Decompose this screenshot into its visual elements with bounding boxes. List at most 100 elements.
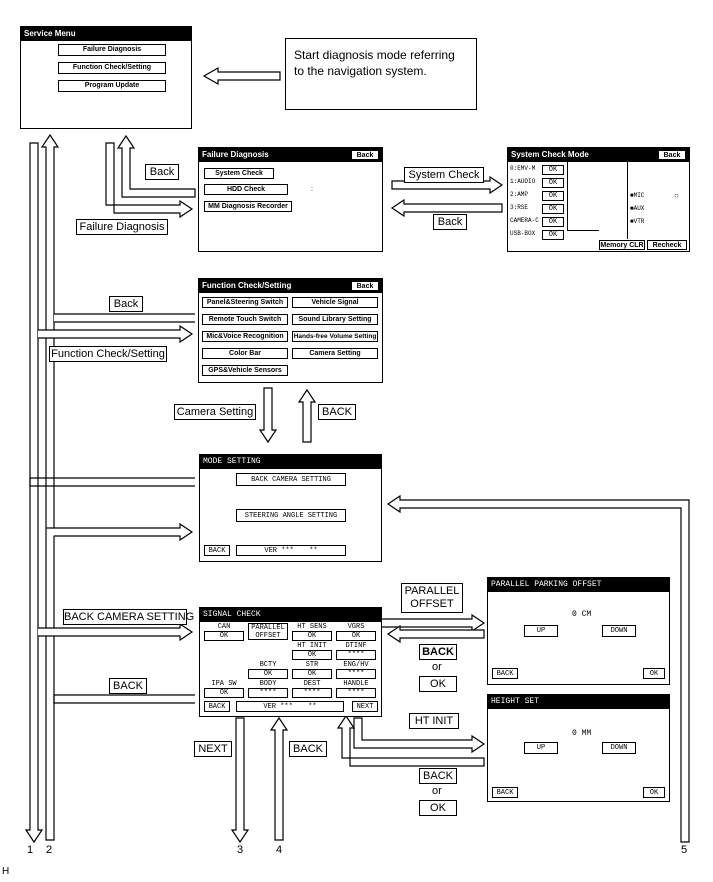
gps-vehicle-sensors-button[interactable]: GPS&Vehicle Sensors [202, 365, 288, 376]
parallel-down-button[interactable]: DOWN [602, 625, 636, 637]
hdd-colon: : [311, 186, 313, 193]
steering-angle-setting-button[interactable]: STEERING ANGLE SETTING [236, 509, 346, 522]
system-check-back-button[interactable]: Back [658, 150, 686, 160]
arrow-trunk-5 [386, 494, 690, 843]
label-or-pp: or [432, 661, 442, 673]
sig-eng-hv-value: **** [336, 669, 376, 679]
sig-body: BODY [259, 680, 277, 688]
sc-row-label-0: 0:EMV-M [510, 165, 536, 172]
label-camera-setting: Camera Setting [174, 404, 256, 420]
parallel-back-button[interactable]: BACK [492, 668, 518, 679]
mode-setting-back-button[interactable]: BACK [204, 545, 230, 556]
label-ok-ht: OK [419, 800, 457, 816]
label-back-fd: Back [145, 164, 179, 180]
function-check-title: Function Check/Setting [199, 279, 382, 293]
sc-row-status-5: OK [542, 230, 564, 240]
mic-voice-recognition-button[interactable]: Mic&Voice Recognition [202, 331, 288, 342]
arrow-trunk-2-up [40, 133, 60, 841]
parallel-parking-value: 0 CM [572, 610, 592, 619]
height-set-title: HEIGHT SET [488, 695, 669, 709]
arrow-camera-back-up [297, 388, 317, 443]
label-or-ht: or [432, 785, 442, 797]
label-back-pp: BACK [419, 644, 457, 660]
parallel-parking-offset-screen: PARALLEL PARKING OFFSET 0 CM UP DOWN BAC… [487, 577, 670, 685]
arrow-sc-to-fd [390, 198, 503, 218]
remote-touch-switch-button[interactable]: Remote Touch Switch [202, 314, 288, 325]
label-back-left: BACK [109, 678, 147, 694]
marker-2: 2 [46, 844, 53, 856]
parallel-ok-button[interactable]: OK [643, 668, 665, 679]
parallel-parking-title: PARALLEL PARKING OFFSET [488, 578, 669, 592]
failure-diagnosis-screen: Failure Diagnosis Back System Check HDD … [198, 147, 383, 252]
arrow-camera-down [258, 387, 278, 444]
failure-diagnosis-button[interactable]: Failure Diagnosis [58, 44, 166, 56]
panel-steering-switch-button[interactable]: Panel&Steering Switch [202, 297, 288, 308]
sig-str-value: OK [292, 669, 332, 679]
program-update-button[interactable]: Program Update [58, 80, 166, 92]
sig-can-value: OK [204, 631, 244, 641]
sig-dtinf: DTINF [345, 642, 367, 650]
signal-check-version: VER *** ** [236, 701, 344, 712]
sig-can: CAN [217, 623, 231, 631]
height-down-button[interactable]: DOWN [602, 742, 636, 754]
function-check-screen: Function Check/Setting Back Panel&Steeri… [198, 278, 383, 383]
sig-ipa-sw: IPA SW [211, 680, 237, 688]
function-check-back-button[interactable]: Back [351, 281, 379, 291]
sc-divider-2 [627, 162, 628, 239]
arrow-menu-to-fc [38, 324, 194, 344]
note-box: Start diagnosis mode referring to the na… [285, 38, 477, 110]
label-parallel-offset-line2: OFFSET [410, 598, 454, 610]
offset-label: OFFSET [255, 632, 281, 640]
sig-ht-sens-value: OK [292, 631, 332, 641]
back-camera-setting-button[interactable]: BACK CAMERA SETTING [236, 473, 346, 486]
signal-check-back-button[interactable]: BACK [204, 701, 230, 712]
sc-row-status-2: OK [542, 191, 564, 201]
color-bar-button[interactable]: Color Bar [202, 348, 288, 359]
sc-row-label-5: USB-BOX [510, 230, 536, 237]
system-check-button[interactable]: System Check [204, 168, 274, 179]
height-back-button[interactable]: BACK [492, 787, 518, 798]
arrow-to-height [353, 717, 486, 754]
sc-row-label-3: 3:RSE [510, 204, 529, 211]
label-parallel-offset: PARALLEL OFFSET [401, 583, 463, 613]
signal-check-screen: SIGNAL CHECK CAN OK PARALLEL OFFSET HT S… [199, 607, 382, 717]
marker-5: 5 [681, 844, 688, 856]
parallel-offset-button[interactable]: PARALLEL OFFSET [248, 623, 288, 640]
failure-diagnosis-back-button[interactable]: Back [351, 150, 379, 160]
sc-row-label-2: 2:AMP [510, 191, 529, 198]
marker-1: 1 [27, 844, 34, 856]
sig-bcty-value: OK [248, 669, 288, 679]
service-menu-screen: Service Menu Failure Diagnosis Function … [20, 26, 192, 129]
aux-input-label: ■AUX [630, 205, 645, 212]
arrow-trunk-1 [24, 142, 44, 844]
sc-row-status-0: OK [542, 165, 564, 175]
function-check-setting-button[interactable]: Function Check/Setting [58, 62, 166, 74]
label-function-check-setting: Function Check/Setting [49, 346, 167, 362]
height-ok-button[interactable]: OK [643, 787, 665, 798]
hands-free-volume-setting-button[interactable]: Hands-free Volume Setting [292, 331, 378, 342]
failure-diagnosis-title: Failure Diagnosis [199, 148, 382, 162]
ht-init-button[interactable]: HT INIT [297, 642, 327, 650]
memory-clr-button[interactable]: Memory CLR [599, 240, 645, 250]
height-up-button[interactable]: UP [524, 742, 558, 754]
arrow-fc-back-line [54, 313, 195, 323]
arrow-from-parallel [386, 624, 485, 644]
label-parallel-offset-line1: PARALLEL [404, 585, 460, 597]
sig-dest-value: **** [292, 688, 332, 698]
arrow-fd-back [116, 134, 196, 198]
arrow-fc-back [54, 314, 195, 322]
sound-library-setting-button[interactable]: Sound Library Setting [292, 314, 378, 325]
signal-check-next-button[interactable]: NEXT [352, 701, 378, 712]
parallel-up-button[interactable]: UP [524, 625, 558, 637]
mic-indicator-icon: ○ [674, 191, 679, 200]
hdd-check-button[interactable]: HDD Check [204, 184, 288, 195]
height-set-value: 0 MM [572, 729, 592, 738]
sc-row-label-1: 1:AUDIO [510, 178, 536, 185]
arrow-back-up-4 [269, 716, 289, 841]
mm-diagnosis-recorder-button[interactable]: MM Diagnosis Recorder [204, 201, 292, 212]
arrow-from-height [336, 714, 485, 767]
recheck-button[interactable]: Recheck [647, 240, 687, 250]
camera-setting-button[interactable]: Camera Setting [292, 348, 378, 359]
figure-code: H [2, 866, 10, 877]
vehicle-signal-button[interactable]: Vehicle Signal [292, 297, 378, 308]
